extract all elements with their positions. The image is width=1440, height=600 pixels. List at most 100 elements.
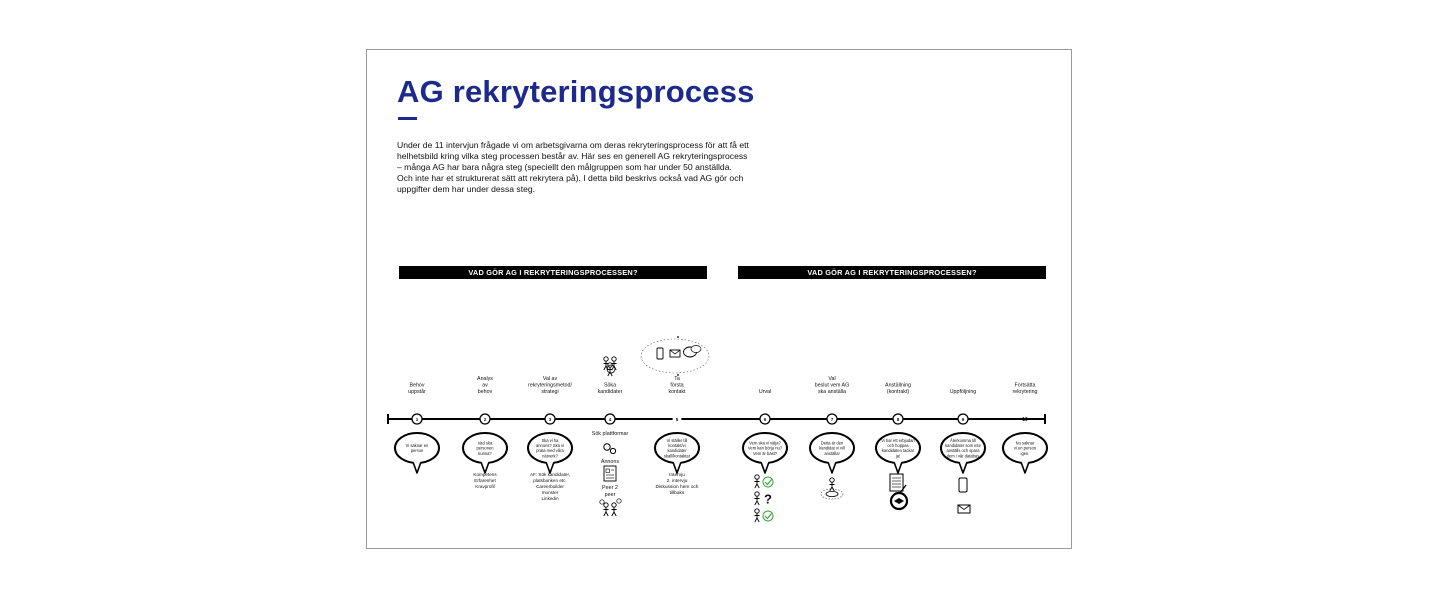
person-icon-body	[754, 479, 760, 489]
step-note: Erfarenhet	[474, 478, 496, 483]
phone-icon	[656, 347, 664, 360]
document-icon-photo	[605, 468, 610, 473]
speech-bubble-text: Vem ska vi välja?	[749, 440, 781, 445]
check-icon	[762, 476, 774, 488]
contact-cloud	[640, 338, 710, 374]
page-title: AG rekryteringsprocess	[397, 74, 755, 109]
speech-bubble-text: prata med våra	[536, 448, 564, 453]
step-note: platsbanken etc.	[533, 478, 566, 483]
step-note: Linkedin	[541, 496, 559, 501]
check-icon-mark	[764, 513, 772, 520]
speech-bubble-tail	[827, 461, 837, 474]
speech-bubble-text: kandidater	[667, 448, 687, 453]
speech-bubble-text: dem i vår databas	[947, 453, 980, 458]
person-icon-body	[754, 513, 760, 523]
step-marker	[544, 413, 556, 425]
person-icon-body	[603, 507, 609, 517]
step-label: av	[482, 383, 488, 389]
step-note: 2. intervju	[667, 478, 688, 484]
speech-bubble-text: anställs och spara	[947, 448, 981, 453]
step-label: Behov	[409, 383, 424, 389]
person-icon	[611, 502, 617, 508]
speech-bubble-text: skall/kontaktar	[664, 453, 691, 458]
step-note: AF: Sök kandidater,	[530, 472, 570, 477]
step-marker	[826, 413, 838, 425]
step-marker	[892, 413, 904, 425]
chat-bubble-icon	[690, 345, 702, 353]
speech-bubble-text: Vi saknar en	[406, 443, 429, 448]
contract-icon	[889, 473, 904, 492]
speech-bubble-tail	[545, 461, 555, 474]
speech-bubble-text: person	[411, 448, 424, 453]
step-label: Val av	[543, 376, 558, 382]
step-label: beslut vem AG	[815, 383, 849, 389]
step-note: Peer 2	[602, 485, 618, 491]
speech-bubble-tail	[412, 461, 422, 474]
step-label: kontakt	[668, 389, 686, 395]
handshake-icon-hands	[894, 498, 904, 504]
speech-bubble-text: kandidat vi vill	[819, 446, 845, 451]
step-label: rekryteringsmetod/	[528, 383, 572, 389]
speech-bubble-text: Vi har ett erbjudan	[881, 438, 915, 443]
speech-bubble-tail	[480, 461, 490, 474]
step-marker	[411, 413, 423, 425]
mail-icon-flap	[669, 349, 681, 355]
speech-bubble-text: Nu saknar	[1016, 440, 1035, 445]
chat-dot-icon	[616, 498, 622, 504]
step-label: Uppföljning	[950, 389, 977, 395]
person-icon	[754, 508, 760, 514]
step-note: tillbaks	[670, 490, 685, 496]
speech-bubble-text: kunna?	[478, 451, 492, 456]
document-icon	[603, 465, 617, 482]
speech-bubble-text: Vad ska	[478, 440, 493, 445]
step-label: Fortsätta	[1015, 383, 1036, 389]
speech-bubble-tail	[672, 461, 682, 474]
step-label: uppstår	[408, 388, 426, 395]
speech-bubble-text: Vem kan börja nu?	[748, 446, 783, 451]
intro-line: helhetsbild kring vilka steg processen b…	[397, 151, 748, 161]
speech-bubble-text: kandidaten tackar	[882, 448, 915, 453]
contact-cloud-dot	[677, 336, 679, 338]
step-note: Kravprofil	[475, 484, 494, 489]
step-label: ska anställa	[818, 389, 846, 395]
step-note: monster	[542, 490, 559, 495]
speech-bubble-text: anställa!	[824, 451, 839, 456]
step-marker	[479, 413, 491, 425]
step-marker	[604, 413, 616, 425]
step-number: 9	[962, 417, 965, 422]
step-number: 7	[831, 417, 834, 422]
step-number: 4	[609, 417, 612, 422]
step-label: Ta	[674, 376, 680, 382]
intro-line: Under de 11 intervjun frågade vi om arbe…	[397, 140, 749, 150]
step-number: 10	[1022, 417, 1028, 423]
step-number: 6	[764, 417, 767, 422]
step-number: 8	[897, 417, 900, 422]
person-icon-body	[611, 507, 617, 517]
banner-left: VAD GÖR AG I REKRYTERINGSPROCESSEN?	[399, 266, 707, 279]
speech-bubble-tail	[958, 461, 968, 474]
speech-bubble-tail	[893, 461, 903, 474]
target-icon-ring	[825, 490, 839, 497]
step-note: Sök plattformar	[592, 431, 629, 437]
step-note: Careerbuilder	[536, 484, 564, 489]
speech-bubble-text: annons? Ska vi	[536, 443, 564, 448]
target-icon	[820, 488, 844, 500]
person-icon	[829, 477, 835, 483]
step-label: strategi	[541, 389, 558, 395]
step-marker	[957, 413, 969, 425]
person-icon-body	[603, 361, 609, 371]
person-icon-body	[607, 367, 613, 377]
gear-icon	[603, 443, 611, 451]
person-icon-body	[611, 361, 617, 371]
step-note: peer	[605, 492, 616, 498]
step-marker	[759, 413, 771, 425]
step-number: 3	[549, 417, 552, 422]
person-icon	[603, 356, 609, 362]
question-icon: ?	[764, 492, 772, 507]
person-icon	[603, 502, 609, 508]
speech-bubble-text: vi en person	[1014, 446, 1037, 451]
person-icon	[611, 356, 617, 362]
speech-bubble-text: kandidater som inte	[945, 443, 981, 448]
person-icon	[754, 474, 760, 480]
